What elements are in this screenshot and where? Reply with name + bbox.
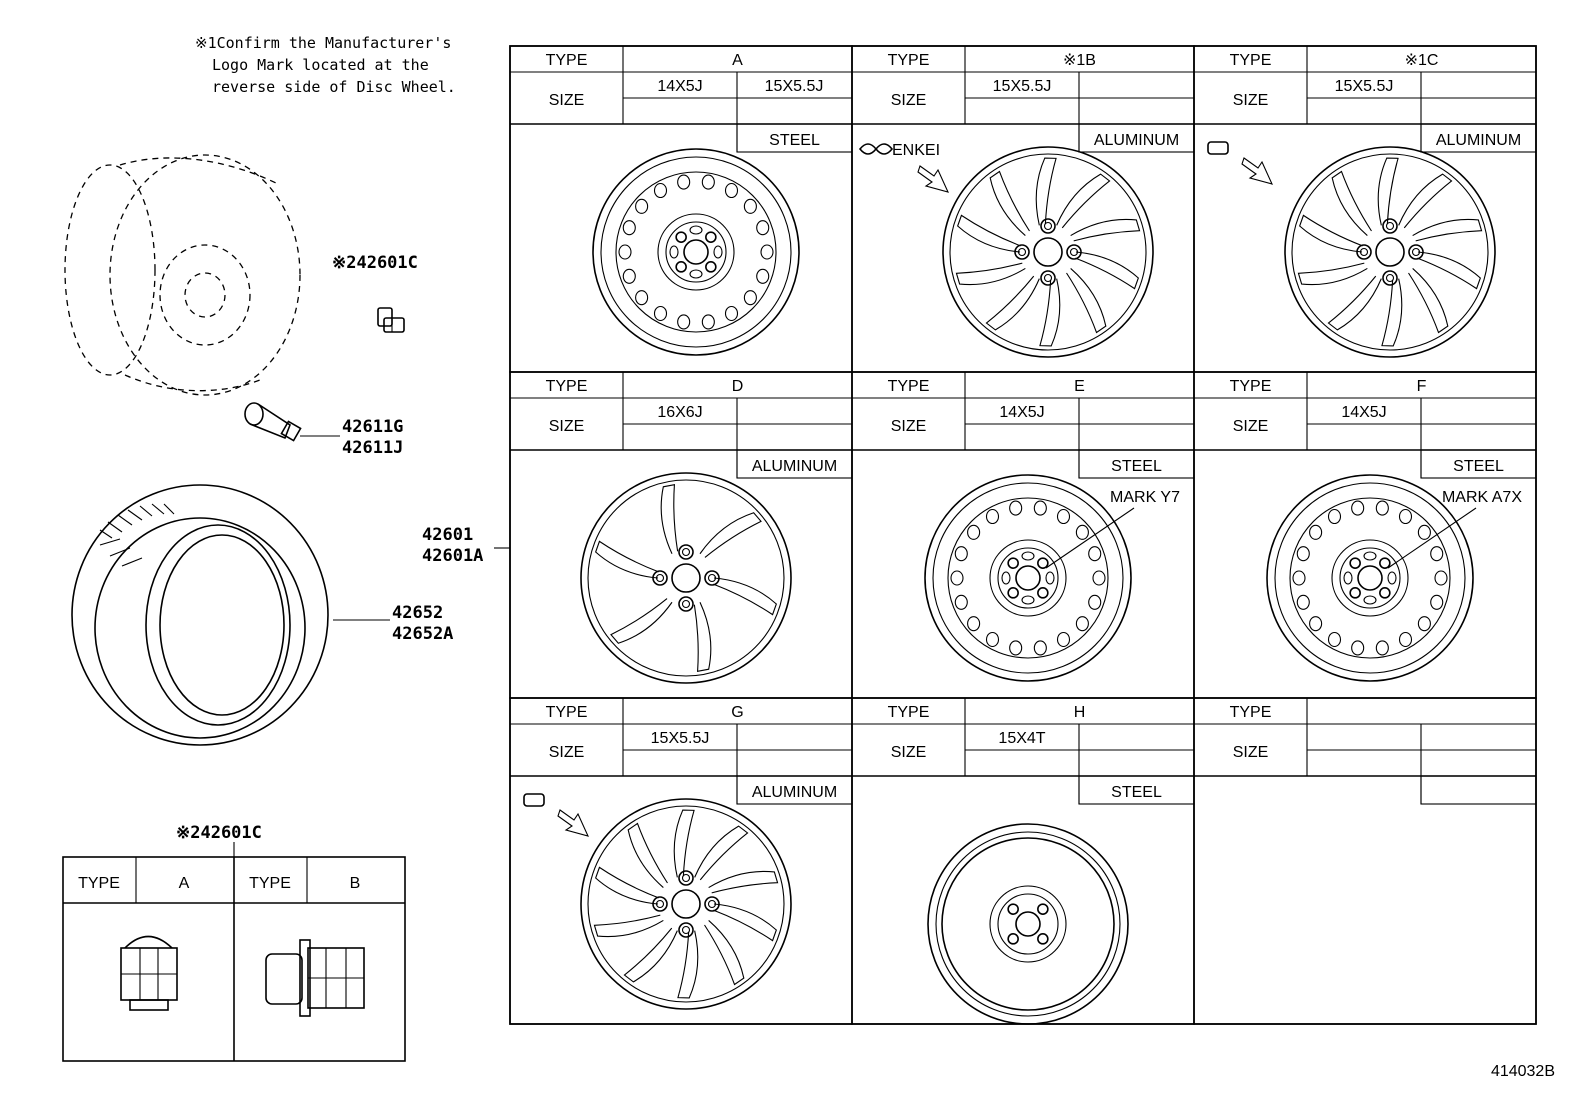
size-header: SIZE (891, 92, 927, 109)
type-header: TYPE (1230, 704, 1272, 721)
size-header: SIZE (1233, 744, 1269, 761)
material-label: ALUMINUM (1094, 132, 1179, 149)
size-header: SIZE (891, 744, 927, 761)
size-value-2: 15X5.5J (765, 78, 824, 95)
hub-nut-part: ※242601C (332, 253, 418, 333)
type-header: TYPE (1230, 378, 1272, 395)
wheel-cell-e: TYPE SIZE E 14X5J STEEL MARK Y7 (851, 371, 1195, 699)
size-header: SIZE (1233, 418, 1269, 435)
mark-label: MARK Y7 (1110, 489, 1180, 506)
manufacturer-note: ※1Confirm the Manufacturer's Logo Mark l… (195, 34, 456, 96)
valve-label-1: 42611G (342, 417, 403, 437)
wheel-cell-b: TYPE SIZE ※1B 15X5.5J ALUMINUM ENKEI (851, 45, 1195, 373)
type-header: TYPE (888, 52, 930, 69)
size-value-1: 15X5.5J (1335, 78, 1394, 95)
wheel-cell-h: TYPE SIZE H 15X4T STEEL (851, 697, 1195, 1025)
wheel-label-2: 42601A (422, 546, 483, 566)
note-line-1: ※1Confirm the Manufacturer's (195, 34, 451, 52)
nut-type-label-a: TYPE (78, 875, 120, 892)
type-header: TYPE (546, 378, 588, 395)
wheel-assembly-illustration (64, 154, 301, 396)
type-value: H (1074, 704, 1086, 721)
wheel-cell-g: TYPE SIZE G 15X5.5J ALUMINUM (509, 697, 853, 1025)
valve-label-2: 42611J (342, 438, 403, 458)
wheel-cell-d: TYPE SIZE D 16X6J ALUMINUM (509, 371, 853, 699)
material-label: ALUMINUM (752, 458, 837, 475)
nut-type-b: B (350, 875, 361, 892)
note-line-2: Logo Mark located at the (212, 56, 429, 74)
size-value-1: 16X6J (657, 404, 702, 421)
valve-stem-part: 42611G 42611J (244, 402, 403, 458)
manufacturer-logo: ENKEI (892, 142, 940, 159)
material-label: ALUMINUM (752, 784, 837, 801)
size-header: SIZE (1233, 92, 1269, 109)
nut-table-title: ※242601C (176, 823, 262, 843)
size-header: SIZE (891, 418, 927, 435)
size-value-1: 14X5J (999, 404, 1044, 421)
type-value: ※1C (1405, 52, 1439, 69)
tire-label-2: 42652A (392, 624, 453, 644)
type-value: G (731, 704, 743, 721)
type-header: TYPE (546, 704, 588, 721)
cap-nut-a (120, 935, 178, 1011)
size-value-1: 15X5.5J (651, 730, 710, 747)
material-label: STEEL (1111, 784, 1162, 801)
mark-label: MARK A7X (1442, 489, 1522, 506)
type-value: D (732, 378, 744, 395)
type-header: TYPE (1230, 52, 1272, 69)
material-label: ALUMINUM (1436, 132, 1521, 149)
type-value: A (732, 52, 743, 69)
material-label: STEEL (769, 132, 820, 149)
wheel-cell-f: TYPE SIZE F 14X5J STEEL MARK A7X (1193, 371, 1537, 699)
size-value-1: 15X4T (998, 730, 1045, 747)
size-header: SIZE (549, 418, 585, 435)
material-label: STEEL (1111, 458, 1162, 475)
type-value: ※1B (1063, 52, 1096, 69)
diagram-id: 414032B (1491, 1063, 1555, 1080)
size-value-1: 14X5J (657, 78, 702, 95)
type-value: E (1074, 378, 1085, 395)
wheel-cell-a: TYPE SIZE A 14X5J 15X5.5J STEEL (509, 45, 853, 373)
nut-type-table: ※242601C TYPE A TYPE B (62, 823, 406, 1062)
wheel-type-table: TYPE SIZE A 14X5J 15X5.5J STEEL TYPE SIZE ※1B 15X… (509, 45, 1537, 1025)
tire-label-1: 42652 (392, 603, 443, 623)
material-label: STEEL (1453, 458, 1504, 475)
type-header: TYPE (546, 52, 588, 69)
type-header: TYPE (888, 704, 930, 721)
type-value: F (1417, 378, 1427, 395)
size-header: SIZE (549, 744, 585, 761)
note-line-3: reverse side of Disc Wheel. (212, 78, 456, 96)
size-value-1: 14X5J (1341, 404, 1386, 421)
nut-type-label-b: TYPE (249, 875, 291, 892)
wheel-cell-empty: TYPE SIZE (1193, 697, 1537, 1025)
type-header: TYPE (888, 378, 930, 395)
size-value-1: 15X5.5J (993, 78, 1052, 95)
size-header: SIZE (549, 92, 585, 109)
nut-type-a: A (179, 875, 190, 892)
hub-nut-label: ※242601C (332, 253, 418, 273)
tire-part: 42652 42652A (71, 484, 453, 746)
flanged-nut-b (265, 939, 365, 1017)
wheel-label-1: 42601 (422, 525, 473, 545)
wheel-cell-c: TYPE SIZE ※1C 15X5.5J ALUMINUM (1193, 45, 1537, 373)
disc-wheel-callout: 42601 42601A (422, 525, 510, 566)
